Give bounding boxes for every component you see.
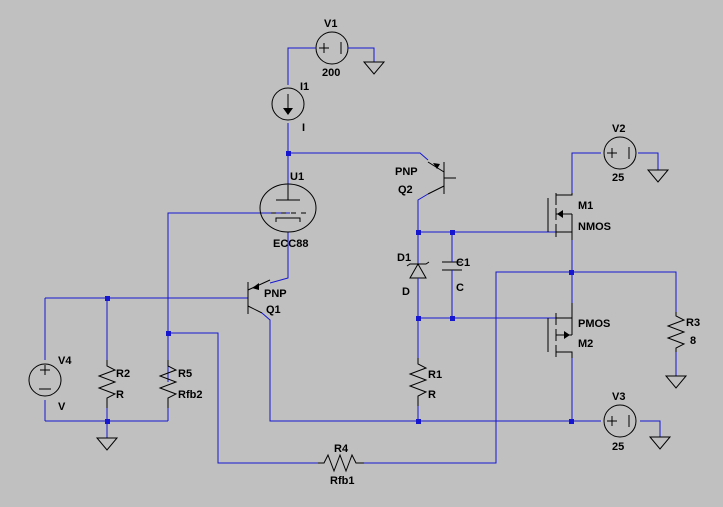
r3-value: 8 (690, 335, 696, 347)
r2-resistor[interactable]: R2 R (97, 360, 130, 408)
v3-label: V3 (612, 391, 625, 403)
c1-capacitor[interactable]: C1 C (442, 250, 470, 294)
v3-value: 25 (612, 441, 624, 453)
q1-pnp-transistor[interactable]: PNP Q1 (247, 279, 287, 316)
ground-icon (362, 61, 386, 75)
ground-icon (664, 375, 688, 389)
i1-value: I (302, 122, 305, 134)
q2-type: PNP (395, 166, 418, 178)
q1-type: PNP (264, 288, 287, 300)
u1-value: ECC88 (273, 238, 308, 250)
v2-value: 25 (612, 172, 624, 184)
r2-label: R2 (116, 368, 130, 380)
r4-value: Rfb1 (330, 475, 354, 487)
r4-label: R4 (334, 443, 349, 455)
v3-voltage-source[interactable]: V3 25 (603, 391, 637, 453)
ground-icon (648, 436, 672, 450)
v4-label: V4 (58, 355, 72, 367)
v1-value: 200 (322, 67, 340, 79)
v1-label: V1 (324, 18, 337, 30)
i1-current-source[interactable]: I1 I (271, 81, 309, 134)
i1-label: I1 (300, 81, 309, 93)
u1-label: U1 (290, 171, 304, 183)
v2-voltage-source[interactable]: V2 25 (603, 123, 637, 184)
v4-value: V (58, 401, 66, 413)
v1-voltage-source[interactable]: V1 200 (303, 18, 360, 79)
r3-label: R3 (686, 317, 700, 329)
m2-pmos-transistor[interactable]: PMOS M2 (547, 303, 610, 358)
q1-label: Q1 (266, 304, 281, 316)
r5-value: Rfb2 (178, 389, 202, 401)
r1-resistor[interactable]: R1 R (408, 358, 442, 406)
r3-resistor[interactable]: R3 8 (666, 312, 700, 352)
c1-label: C1 (456, 257, 470, 269)
q2-label: Q2 (398, 184, 413, 196)
r1-value: R (428, 389, 436, 401)
d1-value: D (402, 286, 410, 298)
wires (44, 47, 677, 464)
ground-icon (646, 169, 670, 183)
junction-dots (105, 151, 574, 424)
m1-value: NMOS (578, 221, 611, 233)
m2-label: M2 (578, 338, 593, 350)
m1-nmos-transistor[interactable]: M1 NMOS (547, 193, 611, 240)
d1-zener-diode[interactable]: D1 D (397, 244, 430, 298)
q2-pnp-transistor[interactable]: PNP Q2 (395, 161, 456, 196)
r5-resistor[interactable]: R5 Rfb2 (158, 360, 202, 408)
m2-value: PMOS (578, 318, 610, 330)
u1-triode-tube[interactable]: U1 ECC88 (259, 171, 317, 250)
c1-value: C (456, 282, 464, 294)
r5-label: R5 (178, 368, 192, 380)
m1-label: M1 (578, 200, 593, 212)
d1-label: D1 (397, 252, 411, 264)
r1-label: R1 (428, 369, 442, 381)
r4-resistor[interactable]: R4 Rfb1 (318, 443, 364, 487)
ground-icon (95, 437, 119, 451)
v2-label: V2 (612, 123, 625, 135)
v4-voltage-source[interactable]: V4 V (28, 355, 72, 413)
r2-value: R (116, 389, 124, 401)
